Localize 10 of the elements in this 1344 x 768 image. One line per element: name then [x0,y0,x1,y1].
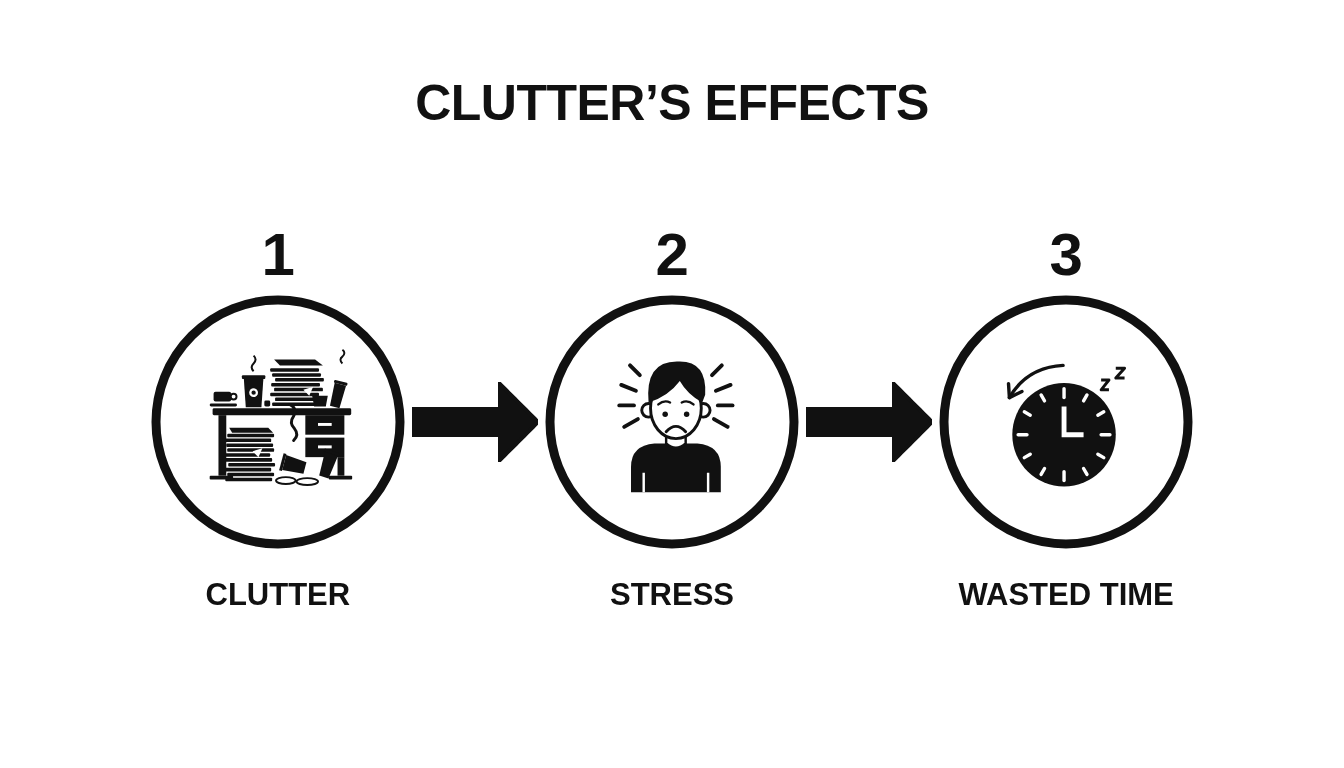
step-circle [151,295,405,549]
step-number: 3 [1049,222,1083,288]
step-circle [545,295,799,549]
step-number: 2 [655,222,689,288]
step-caption: CLUTTER [205,578,351,613]
diagram-title: CLUTTER’S EFFECTS [415,75,929,131]
step-circle [939,295,1193,549]
step-number: 1 [261,222,295,288]
step-caption: WASTED TIME [958,578,1174,613]
step-caption: STRESS [610,578,735,613]
